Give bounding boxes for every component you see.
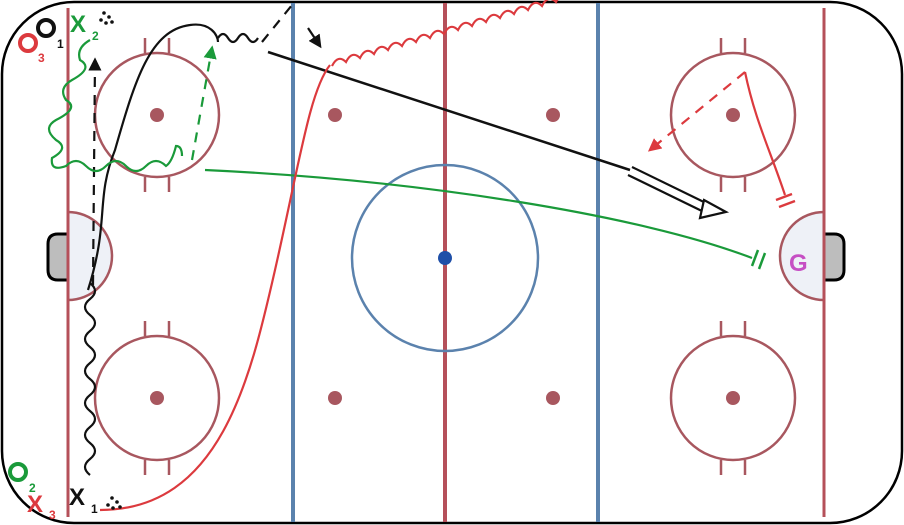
puck-pile-top [99,11,114,25]
black-short-arrow [307,27,322,49]
red-stop-mark [775,192,796,209]
player-x1-bottom-number: 1 [91,502,98,516]
player-o3-top-number: 3 [38,51,45,65]
center-circle [350,163,540,353]
faceoff-dot-top-left [150,108,164,122]
faceoff-dot-bottom-right [726,391,740,405]
player-x1-bottom: X 1 [69,484,98,516]
faceoff-dot-top-right [726,108,740,122]
faceoff-circle-bottom-right [669,321,797,475]
red-skate-path [99,64,331,512]
black-wavy-skate-path [83,282,97,476]
faceoff-dot-bottom-left [150,391,164,405]
green-stop-mark [750,249,767,270]
green-wavy-skate-path [47,39,184,173]
green-dashed-skate-arrow [190,45,217,161]
black-shot-arrow [627,166,730,220]
neutral-dot-bottom-left [328,391,342,405]
right-goal-crease [778,210,826,302]
black-dashed-up [261,4,293,43]
black-wavy-carry-top [217,32,259,44]
player-o1-number: 1 [57,37,64,51]
puck-pile-bottom [106,496,122,510]
faceoff-circle-bottom-left [93,321,221,475]
player-o2-bottom: 2 [8,462,36,495]
player-o1: 1 [36,18,64,51]
neutral-dot-top-right [546,108,560,122]
black-loop-skate-path [86,23,220,291]
goalie-marker: G [789,250,808,277]
player-o2-bottom-number: 2 [29,481,36,495]
neutral-dot-bottom-right [546,391,560,405]
neutral-dot-top-left [328,108,342,122]
player-o3-top: 3 [18,33,45,65]
player-x2-top: X 2 [70,11,99,43]
player-x3-bottom: X 3 [27,491,56,522]
center-faceoff-dot [438,251,452,265]
black-pass-line [267,50,631,172]
left-net [46,232,70,282]
player-x2-top-number: 2 [92,29,99,43]
right-net [822,232,846,282]
player-x3-bottom-number: 3 [49,508,56,522]
red-drive-path [743,71,787,196]
red-wavy-carry-path [331,0,559,67]
black-dashed-skate-arrow [88,57,102,286]
player-x3-bottom-symbol: X [27,491,43,518]
red-dashed-skate-arrow [647,71,746,152]
player-x2-top-symbol: X [70,11,86,38]
player-x1-bottom-symbol: X [69,484,85,511]
faceoff-circle-top-right [669,38,797,192]
